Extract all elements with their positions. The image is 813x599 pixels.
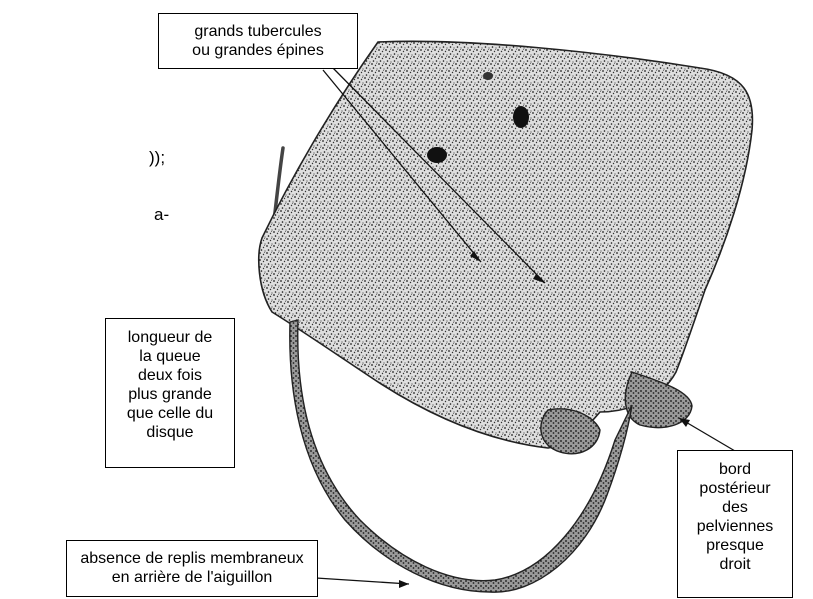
tail-length-label-line-2: la queue bbox=[106, 347, 234, 366]
tubercles-label-box: grands tubercules ou grandes épines bbox=[158, 13, 358, 69]
tail-length-label-line-1: longueur de bbox=[106, 328, 234, 347]
no-fold-label-line-1: absence de replis membraneux bbox=[67, 549, 317, 568]
no-fold-arrowhead bbox=[399, 580, 409, 588]
dark-spot-left bbox=[427, 147, 447, 163]
pelvic-edge-label-line-3: des bbox=[678, 498, 792, 517]
no-fold-label-box: absence de replis membraneux en arrière … bbox=[66, 540, 318, 597]
pelvic-edge-label-box: bord postérieur des pelviennes presque d… bbox=[677, 450, 793, 598]
tail-length-label-box: longueur de la queue deux fois plus gran… bbox=[105, 318, 235, 468]
disc bbox=[259, 41, 753, 448]
pelvic-edge-label-line-2: postérieur bbox=[678, 479, 792, 498]
pelvic-edge-label-line-5: presque bbox=[678, 536, 792, 555]
tail-length-label-line-6: disque bbox=[106, 423, 234, 442]
tail-length-label-line-4: plus grande bbox=[106, 385, 234, 404]
dark-spot-right bbox=[513, 106, 529, 128]
left-text-fragment-2: a- bbox=[154, 205, 169, 225]
pelvic-edge-label-line-1: bord bbox=[678, 460, 792, 479]
pelvic-edge-label-line-4: pelviennes bbox=[678, 517, 792, 536]
tail-length-label-line-5: que celle du bbox=[106, 404, 234, 423]
tubercles-label-line-2: ou grandes épines bbox=[159, 41, 357, 60]
left-text-fragment-1: )); bbox=[149, 148, 165, 168]
pelvic-edge-label-line-6: droit bbox=[678, 555, 792, 574]
dark-spot-small bbox=[483, 72, 493, 80]
tubercles-label-line-1: grands tubercules bbox=[159, 22, 357, 41]
no-fold-label-line-2: en arrière de l'aiguillon bbox=[67, 568, 317, 587]
no-fold-pointer bbox=[316, 578, 409, 584]
tail-length-label-line-3: deux fois bbox=[106, 366, 234, 385]
